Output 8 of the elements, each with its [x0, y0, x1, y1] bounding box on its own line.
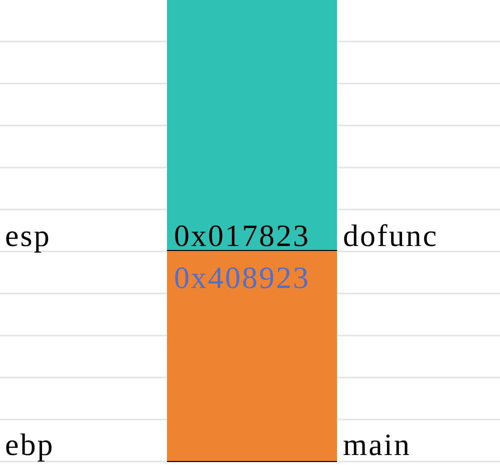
function-label: main: [343, 429, 411, 460]
address-text: 0x017823: [174, 220, 310, 251]
address-text: 0x408923: [174, 262, 310, 293]
stack-frame: [167, 0, 337, 251]
register-label: esp: [5, 220, 51, 251]
register-label: ebp: [5, 429, 54, 460]
stack-frame: [167, 251, 337, 462]
function-label: dofunc: [343, 220, 438, 251]
